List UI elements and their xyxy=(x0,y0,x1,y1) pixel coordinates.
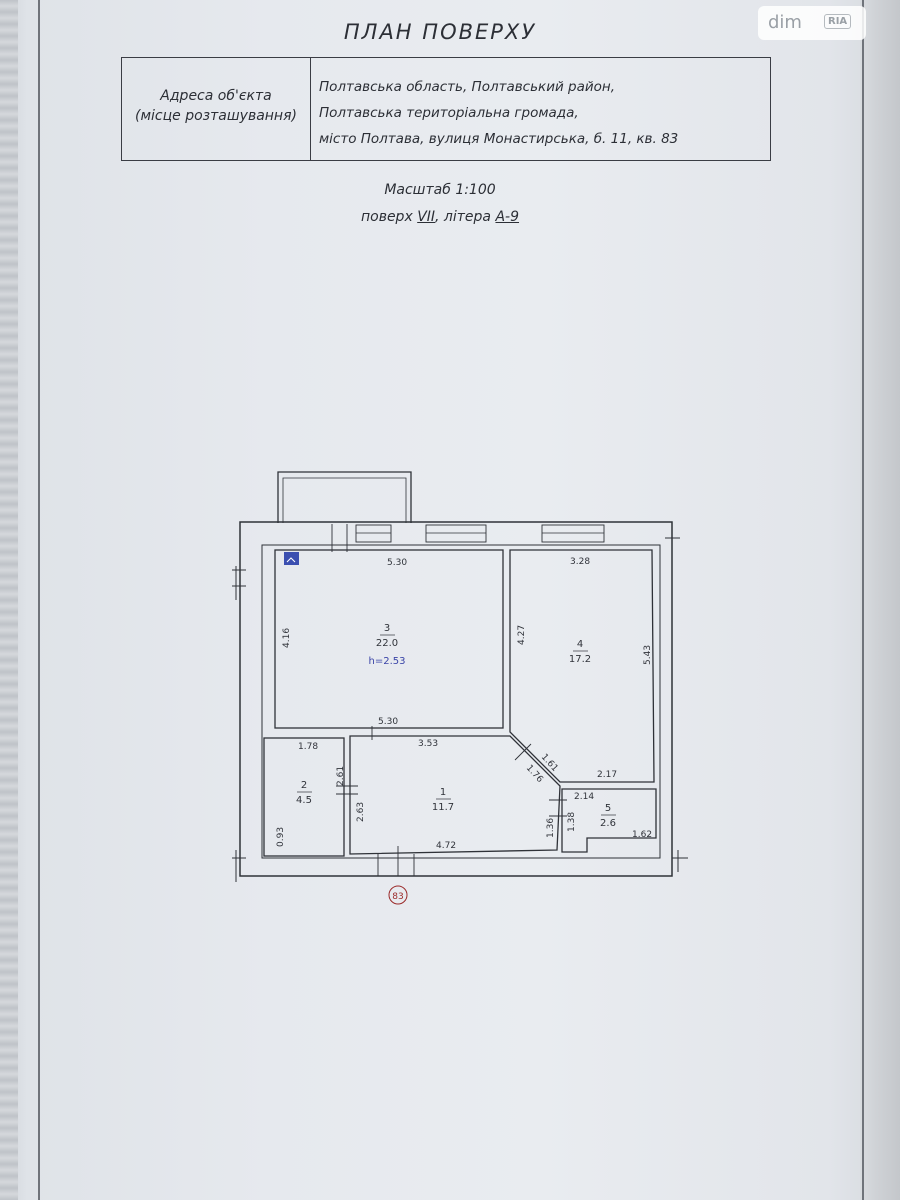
dim-r5-bottom: 1.62 xyxy=(632,830,652,840)
address-label-line1: Адреса об'єкта xyxy=(160,88,272,104)
room-3-height: h=2.53 xyxy=(369,656,406,667)
room-3-number: 3 xyxy=(384,623,390,634)
scale-block: Масштаб 1:100 поверх VII, літера А-9 xyxy=(300,177,580,231)
dim-r1-diag-b: 1.76 xyxy=(524,763,545,785)
apartment-number: 83 xyxy=(392,892,403,902)
dim-r4-right: 5.43 xyxy=(643,645,653,665)
dim-r1-left: 2.63 xyxy=(356,802,366,822)
room-label-2: 2 4.5 xyxy=(296,780,312,806)
room-2 xyxy=(263,737,345,857)
balcony-inner xyxy=(282,477,407,523)
room-label-3: 3 22.0 h=2.53 xyxy=(369,623,406,667)
room-3-area: 22.0 xyxy=(376,638,398,649)
floor-letter-line: поверх VII, літера А-9 xyxy=(300,204,580,231)
room-5-area: 2.6 xyxy=(600,818,616,829)
dim-r2-right: 2.61 xyxy=(336,766,346,786)
room-4-area: 17.2 xyxy=(569,654,591,665)
room-3 xyxy=(274,549,504,729)
watermark-ria: RIA xyxy=(824,14,852,29)
dim-r2-top: 1.78 xyxy=(298,742,318,752)
room-1 xyxy=(349,735,561,855)
address-line1: Полтавська область, Полтавський район, xyxy=(319,79,616,95)
dim-r3-top: 5.30 xyxy=(387,558,407,568)
drawing-frame xyxy=(38,0,864,1200)
watermark-dim: dim xyxy=(768,12,802,33)
address-label: Адреса об'єкта (місце розташування) xyxy=(122,86,310,126)
dim-r1-right: 1.36 xyxy=(546,818,556,838)
dim-r5-left: 1.38 xyxy=(567,812,577,832)
dim-r5-top: 2.14 xyxy=(574,792,594,802)
address-value: Полтавська область, Полтавський район, П… xyxy=(319,74,769,152)
page-title: ПЛАН ПОВЕРХУ xyxy=(343,20,537,44)
dim-r3-bottom: 5.30 xyxy=(378,717,398,727)
floor-value: VII xyxy=(417,209,436,225)
window-3 xyxy=(541,524,605,543)
letter-prefix: , літера xyxy=(435,209,492,225)
outer-wall-outer xyxy=(239,521,673,877)
address-label-line2: (місце розташування) xyxy=(135,108,297,124)
room-4 xyxy=(509,549,655,783)
dim-r3-left: 4.16 xyxy=(282,628,292,648)
letter-value: А-9 xyxy=(495,209,520,225)
apartment-marker xyxy=(388,885,408,905)
dim-r4-bottom: 2.17 xyxy=(597,770,617,780)
room-1-number: 1 xyxy=(440,787,446,798)
room-4-number: 4 xyxy=(577,639,583,650)
stair-icon xyxy=(284,552,299,565)
room-label-4: 4 17.2 xyxy=(569,639,591,665)
address-table: Адреса об'єкта (місце розташування) Полт… xyxy=(121,57,771,161)
room-2-area: 4.5 xyxy=(296,795,312,806)
dim-r4-left: 4.27 xyxy=(517,625,527,645)
page-edge-right xyxy=(860,0,900,1200)
room-1-area: 11.7 xyxy=(432,802,454,813)
page-stack-edge xyxy=(0,0,18,1200)
room-label-5: 5 2.6 xyxy=(600,803,616,829)
window-1 xyxy=(355,524,392,543)
address-table-divider xyxy=(310,58,311,160)
balcony xyxy=(277,471,412,523)
floor-prefix: поверх xyxy=(360,209,413,225)
address-line2: Полтавська територіальна громада, xyxy=(319,105,579,121)
window-2 xyxy=(425,524,487,543)
scale-text: Масштаб 1:100 xyxy=(384,182,496,198)
room-5-number: 5 xyxy=(605,803,611,814)
address-line3: місто Полтава, вулиця Монастирська, б. 1… xyxy=(319,131,679,147)
dim-r1-top: 3.53 xyxy=(418,739,438,749)
outer-wall-inner xyxy=(261,544,661,859)
room-5 xyxy=(561,788,657,853)
dim-r4-top: 3.28 xyxy=(570,557,590,567)
dim-r2-left: 0.93 xyxy=(276,827,286,847)
room-label-1: 1 11.7 xyxy=(432,787,454,813)
dim-r1-bottom: 4.72 xyxy=(436,841,456,851)
dimria-watermark: dim RIA xyxy=(758,6,866,40)
room-2-number: 2 xyxy=(301,780,307,791)
